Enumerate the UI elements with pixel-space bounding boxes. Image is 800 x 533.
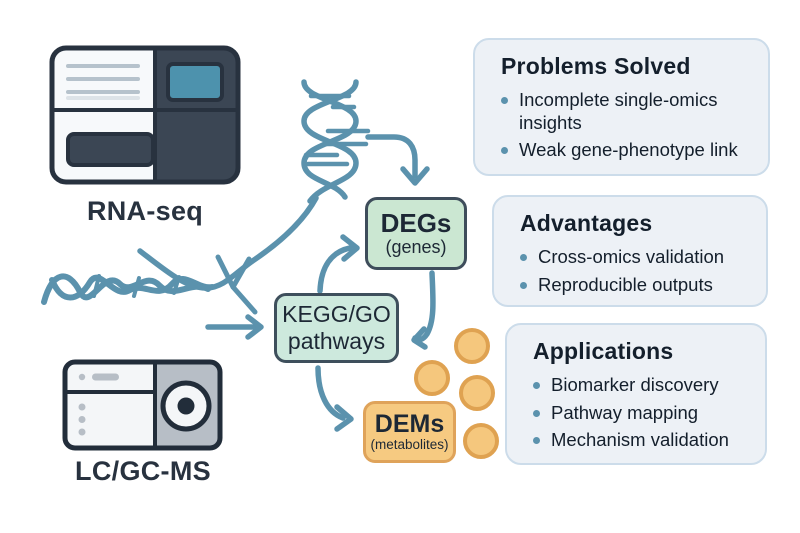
dems-subtitle: (metabolites) (370, 437, 449, 453)
applications-title: Applications (533, 338, 674, 364)
applications-panel: Applications Biomarker discovery Pathway… (505, 323, 767, 465)
bullet-dot-icon (520, 254, 527, 261)
advantages-title: Advantages (520, 210, 653, 236)
lc-gc-ms-label: LC/GC-MS (75, 456, 211, 486)
bullet-text: Weak gene-phenotype link (519, 139, 738, 161)
problems-solved-panel: Problems Solved Incomplete single-omics … (473, 38, 770, 176)
bullet-dot-icon (520, 281, 527, 289)
helix-to-degs-arrow (365, 134, 430, 186)
bullet-text: Biomarker discovery (551, 374, 719, 395)
kegg-line1: KEGG/GO (282, 300, 391, 327)
problems-solved-title: Problems Solved (501, 53, 691, 79)
status-dots-icon (78, 373, 119, 436)
applications-list: Biomarker discovery Pathway mapping Mech… (533, 374, 747, 452)
degs-node: DEGs (genes) (365, 197, 467, 270)
list-item: Cross-omics validation (520, 246, 748, 269)
advantages-list: Cross-omics validation Reproducible outp… (520, 246, 748, 296)
rna-strand-icon (41, 195, 319, 315)
dems-node: DEMs (metabolites) (363, 401, 456, 463)
metabolite-dots-icon (414, 328, 499, 459)
list-item: Biomarker discovery (533, 374, 747, 397)
rna-sequencer-icon (49, 45, 241, 185)
degs-title: DEGs (380, 207, 452, 238)
list-item: Pathway mapping (533, 402, 747, 425)
degs-subtitle: (genes) (385, 236, 447, 257)
kegg-line2: pathways (287, 328, 386, 354)
kegg-pathways-node: KEGG/GO pathways (274, 293, 399, 363)
bullet-dot-icon (533, 382, 540, 389)
bullet-text: Incomplete single-omics insights (519, 89, 718, 133)
mass-spectrometer-icon (62, 359, 223, 451)
readout-lines-icon (66, 64, 140, 100)
bullet-dot-icon (501, 97, 508, 104)
dna-helix-icon (301, 79, 371, 204)
dems-title: DEMs (374, 410, 445, 439)
bullet-dot-icon (533, 409, 540, 417)
list-item: Weak gene-phenotype link (501, 139, 750, 162)
list-item: Reproducible outputs (520, 274, 748, 297)
bullet-dot-icon (533, 437, 540, 445)
rna-seq-label: RNA-seq (86, 196, 204, 226)
screen-icon (166, 62, 224, 102)
problems-solved-list: Incomplete single-omics insights Weak ge… (501, 89, 750, 162)
bullet-text: Pathway mapping (551, 401, 699, 423)
bullet-text: Cross-omics validation (538, 246, 725, 267)
degs-down-arrow (411, 270, 436, 350)
detector-dial-icon (160, 380, 212, 432)
bullet-text: Mechanism validation (551, 429, 729, 451)
strand-to-kegg-arrow (205, 314, 264, 340)
bullet-text: Reproducible outputs (538, 273, 713, 295)
kegg-to-degs-arrow (317, 234, 360, 294)
list-item: Mechanism validation (533, 429, 747, 452)
list-item: Incomplete single-omics insights (501, 89, 750, 134)
kegg-to-dems-arrow (315, 365, 354, 432)
sample-tray-icon (66, 132, 155, 167)
bullet-dot-icon (501, 147, 508, 155)
advantages-panel: Advantages Cross-omics validation Reprod… (492, 195, 768, 307)
